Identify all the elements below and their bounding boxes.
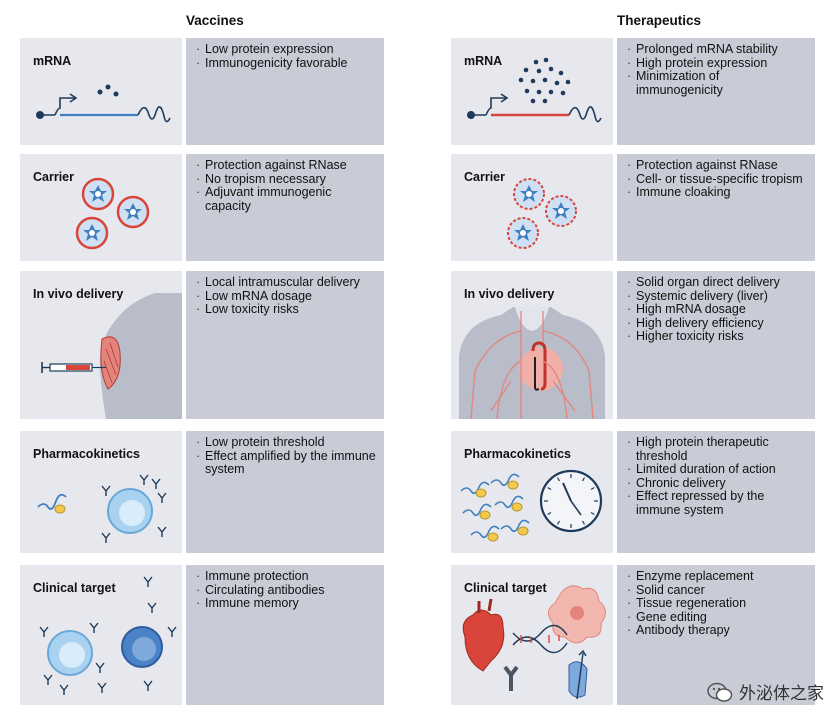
therapeutics-clinical-notes: Enzyme replacementSolid cancerTissue reg…	[617, 565, 815, 705]
note-item: Low protein threshold	[196, 435, 376, 450]
therapeutics-mrna-notes: Prolonged mRNA stabilityHigh protein exp…	[617, 38, 815, 145]
therapeutics-column-title: Therapeutics	[617, 13, 702, 28]
vaccines-carrier-notes: Protection against RNaseNo tropism neces…	[186, 154, 384, 261]
note-item: Limited duration of action	[627, 463, 807, 477]
note-item: Chronic delivery	[627, 476, 807, 491]
mrna-strand-illustration	[36, 84, 171, 123]
note-item: Effect repressed by the immune system	[627, 490, 807, 517]
vaccines-carrier-panel: Carrier	[20, 154, 182, 261]
note-item: Enzyme replacement	[627, 569, 807, 584]
vaccines-clinical-notes: Immune protectionCirculating antibodiesI…	[186, 565, 384, 705]
note-item: High mRNA dosage	[627, 303, 807, 317]
note-item: Gene editing	[627, 610, 807, 625]
intramuscular-injection-illustration	[41, 293, 182, 419]
vaccines-pharmacokinetics-notes: Low protein thresholdEffect amplified by…	[186, 431, 384, 553]
note-item: Solid organ direct delivery	[627, 275, 807, 290]
wechat-icon	[707, 682, 733, 702]
row-label: In vivo delivery	[464, 287, 555, 301]
row-label: Pharmacokinetics	[464, 447, 571, 461]
systemic-delivery-torso-illustration	[459, 307, 605, 419]
vaccines-pharmacokinetics-panel: Pharmacokinetics	[20, 431, 182, 553]
row-label: mRNA	[464, 54, 503, 68]
vaccines-clinical-panel: Clinical target	[20, 565, 182, 705]
note-item: Immunogenicity favorable	[196, 56, 376, 71]
row-label: Clinical target	[464, 581, 547, 595]
note-item: Low mRNA dosage	[196, 289, 376, 304]
note-item: Adjuvant immunogenic capacity	[196, 185, 376, 213]
note-item: Immune cloaking	[627, 186, 807, 200]
note-item: Immune protection	[196, 569, 376, 584]
note-item: Antibody therapy	[627, 624, 807, 638]
therapeutics-pharmacokinetics-panel: Pharmacokinetics	[451, 431, 613, 553]
watermark-text: 外泌体之家	[739, 684, 824, 703]
therapeutics-mrna-panel: mRNA	[451, 38, 613, 145]
note-item: Systemic delivery (liver)	[627, 289, 807, 304]
note-item: Solid cancer	[627, 583, 807, 598]
row-label: In vivo delivery	[33, 287, 124, 301]
mrna-strand-high-expression-illustration	[467, 57, 602, 123]
row-label: Carrier	[464, 170, 505, 184]
therapeutics-carrier-notes: Protection against RNaseCell- or tissue-…	[617, 154, 815, 261]
note-item: High delivery efficiency	[627, 316, 807, 331]
therapeutics-carrier-panel: Carrier	[451, 154, 613, 261]
row-label: Clinical target	[33, 581, 116, 595]
immune-cell-protein-illustration	[37, 474, 167, 543]
note-item: Immune memory	[196, 597, 376, 611]
lipid-nanoparticle-illustration	[75, 177, 150, 250]
watermark: 外泌体之家	[707, 679, 824, 704]
vaccines-column-title: Vaccines	[186, 13, 244, 28]
therapeutic-targets-illustration	[462, 585, 606, 700]
note-item: Protection against RNase	[627, 158, 807, 173]
note-item: Effect amplified by the immune system	[196, 449, 376, 477]
note-item: High protein therapeutic threshold	[627, 435, 807, 463]
note-item: Low protein expression	[196, 42, 376, 57]
repeated-dosing-clock-illustration	[460, 469, 603, 542]
note-item: Cell- or tissue-specific tropism	[627, 172, 807, 187]
therapeutics-delivery-panel: In vivo delivery	[451, 271, 613, 419]
row-label: mRNA	[33, 54, 72, 68]
targeted-nanoparticle-illustration	[507, 178, 577, 249]
therapeutics-clinical-panel: Clinical target	[451, 565, 613, 705]
vaccines-delivery-panel: In vivo delivery	[20, 271, 182, 419]
row-label: Pharmacokinetics	[33, 447, 140, 461]
vaccines-mrna-notes: Low protein expressionImmunogenicity fav…	[186, 38, 384, 145]
note-item: Higher toxicity risks	[627, 330, 807, 344]
note-item: Minimization of immunogenicity	[627, 69, 807, 97]
vaccines-delivery-notes: Local intramuscular deliveryLow mRNA dos…	[186, 271, 384, 419]
note-item: High protein expression	[627, 56, 807, 71]
note-item: Circulating antibodies	[196, 583, 376, 598]
note-item: Prolonged mRNA stability	[627, 42, 807, 57]
therapeutics-delivery-notes: Solid organ direct deliverySystemic deli…	[617, 271, 815, 419]
therapeutics-pharmacokinetics-notes: High protein therapeutic thresholdLimite…	[617, 431, 815, 553]
note-item: Low toxicity risks	[196, 303, 376, 317]
note-item: Tissue regeneration	[627, 597, 807, 611]
note-item: No tropism necessary	[196, 172, 376, 187]
vaccines-mrna-panel: mRNA	[20, 38, 182, 145]
note-item: Protection against RNase	[196, 158, 376, 173]
immune-cells-antibodies-illustration	[39, 576, 177, 695]
row-label: Carrier	[33, 170, 74, 184]
note-item: Local intramuscular delivery	[196, 275, 376, 290]
